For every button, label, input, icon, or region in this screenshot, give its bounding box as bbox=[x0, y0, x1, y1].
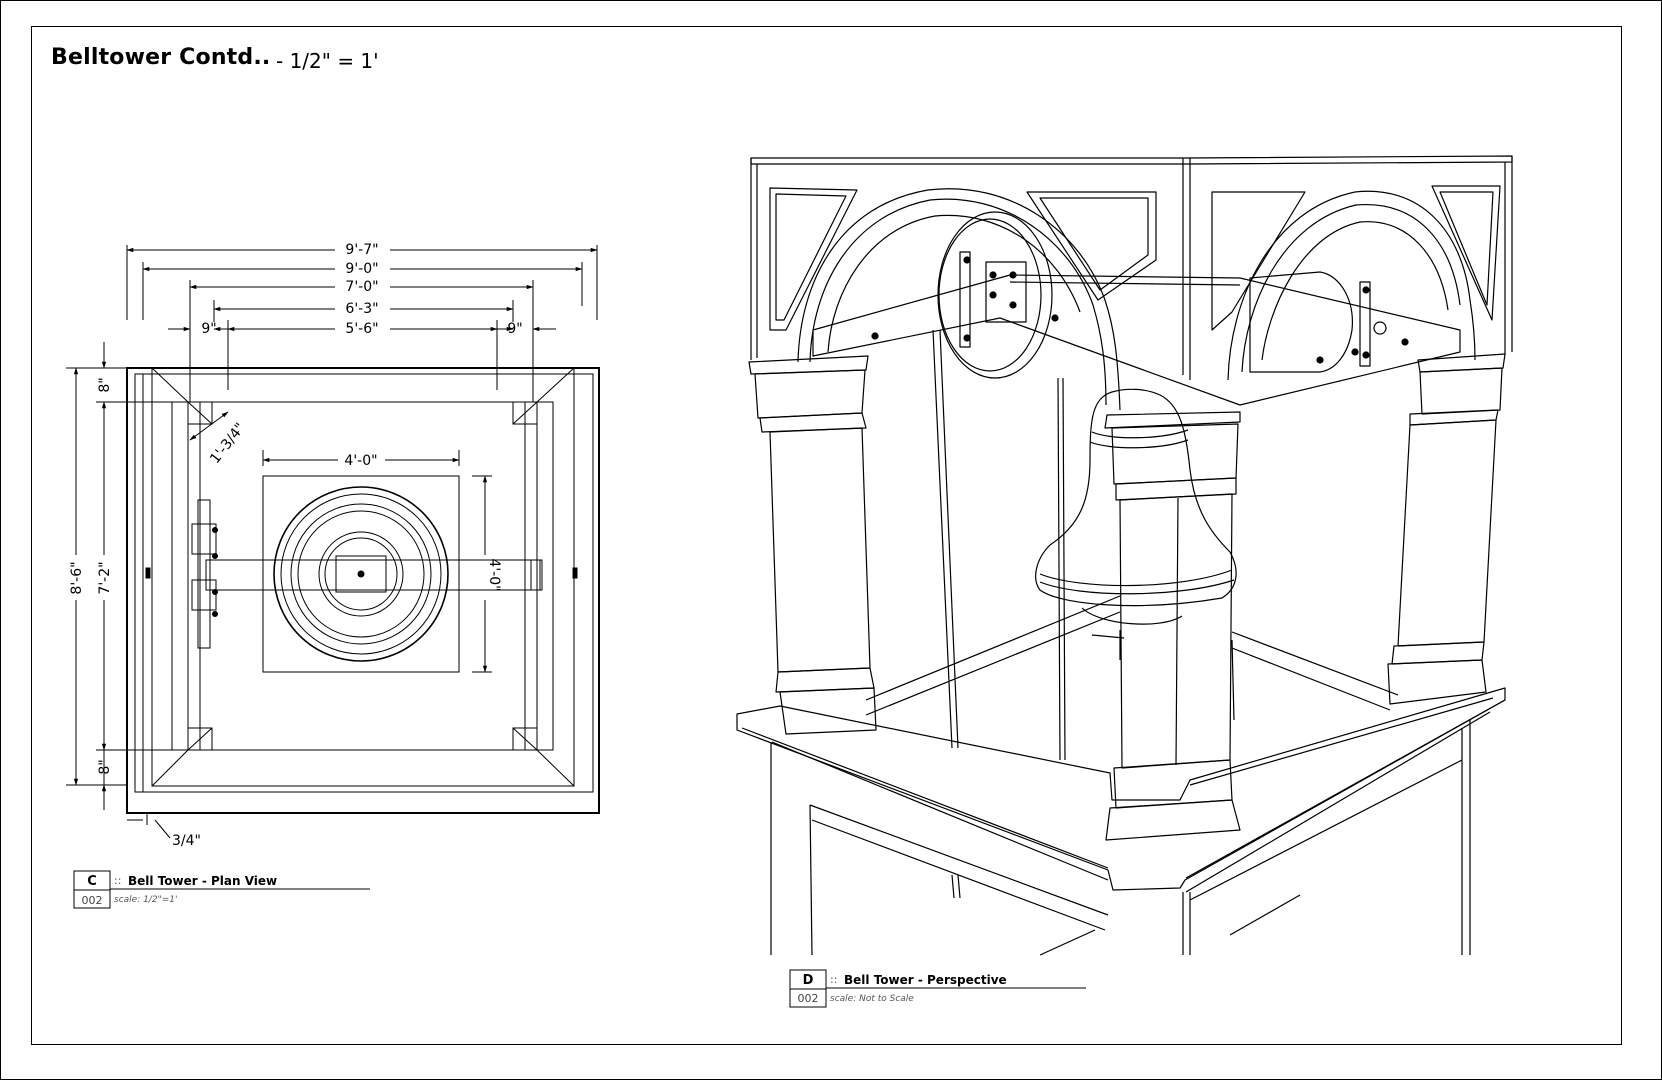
perspective-caption-number: 002 bbox=[798, 992, 819, 1005]
bell bbox=[1035, 388, 1237, 607]
roof-cap bbox=[750, 155, 1513, 165]
rope-left bbox=[932, 329, 953, 749]
dim-1-3-4: 1'-3/4" bbox=[207, 420, 248, 467]
dim-9in-left: 9" bbox=[201, 321, 216, 337]
perspective-view bbox=[736, 155, 1513, 956]
dim-7-2: 7'-2" bbox=[97, 561, 113, 594]
bell-wheel-right bbox=[1249, 271, 1353, 373]
plan-floor-opening bbox=[187, 401, 538, 751]
panel-front-right bbox=[1211, 191, 1306, 331]
panel-right bbox=[1431, 185, 1501, 321]
plan-caption-letter: C bbox=[87, 874, 97, 889]
drawing-border bbox=[31, 26, 1622, 1045]
headstock-beam bbox=[812, 274, 1461, 406]
arch-left bbox=[797, 188, 1121, 411]
plan-caption: C 002 :: Bell Tower - Plan View scale: 1… bbox=[73, 870, 370, 909]
bell-frame-square bbox=[262, 475, 460, 673]
plan-cap-outer bbox=[151, 367, 575, 787]
dim-bell-width: 4'-0" bbox=[344, 453, 377, 469]
perspective-caption-title: Bell Tower - Perspective bbox=[844, 973, 1007, 987]
dim-6-3: 6'-3" bbox=[345, 301, 378, 317]
plan-caption-number: 002 bbox=[82, 894, 103, 907]
arch-right bbox=[1227, 190, 1476, 381]
bell-lip bbox=[273, 486, 449, 662]
plan-caption-title: Bell Tower - Plan View bbox=[128, 874, 277, 888]
post-sw bbox=[187, 727, 213, 751]
perspective-caption-letter: D bbox=[803, 973, 814, 988]
panel-front-left bbox=[1026, 191, 1157, 301]
post-back-right bbox=[1387, 353, 1506, 705]
bell-wheel-plan bbox=[197, 499, 211, 649]
horizontal-dimensions bbox=[126, 245, 598, 402]
dim-9-7: 9'-7" bbox=[345, 242, 378, 258]
dim-8in-top: 8" bbox=[97, 377, 113, 392]
plan-caption-separator: :: bbox=[114, 874, 121, 887]
yoke-beam bbox=[205, 559, 543, 591]
perspective-caption: D 002 :: Bell Tower - Perspective scale:… bbox=[789, 969, 1086, 1008]
post-front bbox=[1104, 411, 1241, 841]
rope-right bbox=[1057, 377, 1061, 761]
dim-7-0: 7'-0" bbox=[345, 279, 378, 295]
dim-9-0: 9'-0" bbox=[345, 261, 378, 277]
panel-left bbox=[769, 187, 858, 331]
perspective-caption-scale: scale: Not to Scale bbox=[830, 994, 914, 1004]
perspective-caption-separator: :: bbox=[830, 973, 837, 986]
dim-9in-right: 9" bbox=[507, 321, 522, 337]
dim-5-6: 5'-6" bbox=[345, 321, 378, 337]
dim-bell-height: 4'-0" bbox=[486, 558, 502, 591]
dim-8-6: 8'-6" bbox=[69, 561, 85, 594]
dim-8in-bottom: 8" bbox=[97, 759, 113, 774]
plan-caption-scale: scale: 1/2"=1' bbox=[114, 895, 177, 905]
post-ne bbox=[512, 401, 538, 425]
base-cornice bbox=[736, 687, 1506, 891]
sheet-title: Belltower Contd.. bbox=[51, 45, 271, 70]
plan-view bbox=[66, 245, 600, 839]
plan-inner-wall bbox=[134, 373, 594, 793]
dim-3-4: 3/4" bbox=[172, 833, 201, 849]
post-se bbox=[512, 727, 538, 751]
vertical-dimensions bbox=[66, 342, 188, 810]
post-back-left bbox=[748, 355, 877, 735]
sheet-scale: - 1/2" = 1' bbox=[276, 49, 379, 73]
plan-dimension-labels: 9'-7" 9'-0" 7'-0" 6'-3" 5'-6" 9" 9" 8'-6… bbox=[69, 242, 523, 849]
